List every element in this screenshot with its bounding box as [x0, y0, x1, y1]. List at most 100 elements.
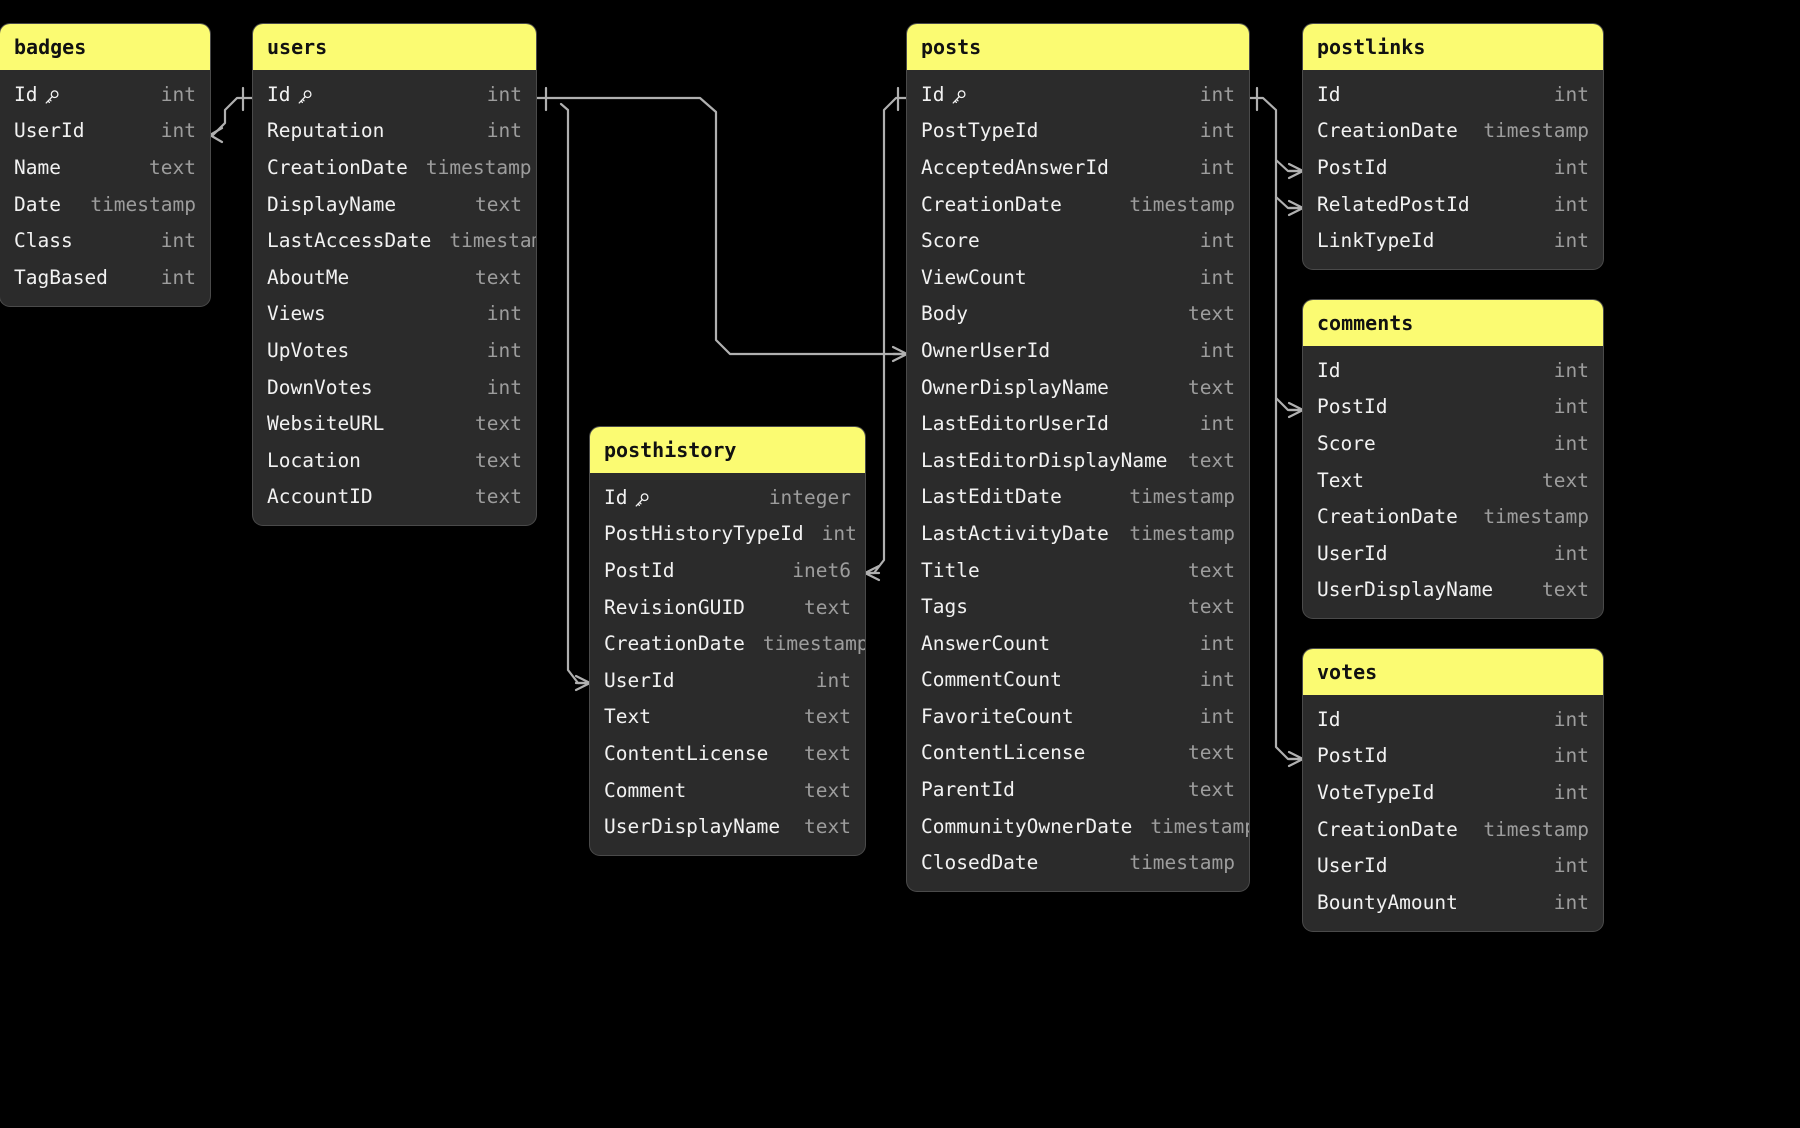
field-type-label: int [1199, 119, 1235, 143]
field-type-label: text [1188, 741, 1235, 765]
field-name-label: Id [14, 82, 38, 106]
table-title-comments[interactable]: comments [1303, 300, 1603, 346]
field-name: FavoriteCount [921, 705, 1074, 728]
field-row[interactable]: Id int [0, 76, 210, 113]
field-name-label: RelatedPostId [1317, 192, 1470, 216]
table-title-posthistory[interactable]: posthistory [590, 427, 865, 473]
table-title-votes[interactable]: votes [1303, 649, 1603, 695]
field-name: CreationDate [267, 156, 408, 179]
edge-users-posts-owner [534, 86, 909, 363]
field-name: RelatedPostId [1317, 193, 1470, 216]
field-name: Id [1317, 83, 1340, 106]
table-title-users[interactable]: users [253, 24, 536, 70]
field-type-label: int [160, 82, 196, 106]
field-type-label: timestamp [449, 229, 536, 253]
field-name: Score [1317, 432, 1376, 455]
field-row[interactable]: LastAccessDate timestamp [253, 222, 536, 259]
field-type-label: int [486, 82, 522, 106]
field-type-label: int [1199, 229, 1235, 253]
table-title-posts[interactable]: posts [907, 24, 1249, 70]
field-name: Id [604, 486, 650, 509]
table-title-badges[interactable]: badges [0, 24, 210, 70]
table-title-postlinks[interactable]: postlinks [1303, 24, 1603, 70]
field-type-label: text [1188, 778, 1235, 802]
field-name-label: LastAccessDate [267, 229, 432, 253]
